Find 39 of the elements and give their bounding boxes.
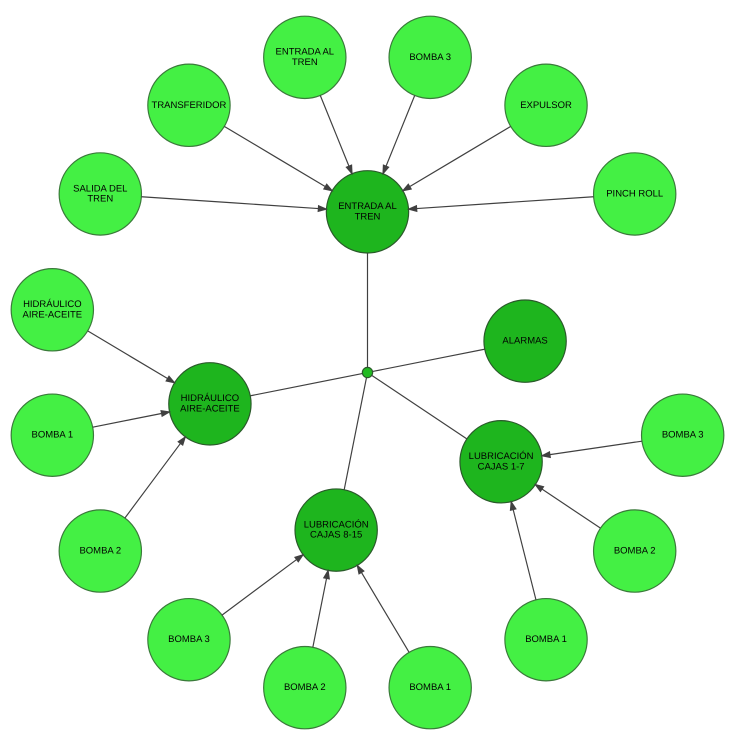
arrow: [312, 568, 330, 648]
node-circle: EXPULSOR: [504, 64, 588, 148]
node-circle: BOMBA 1: [10, 393, 94, 477]
arrow: [320, 95, 353, 176]
node-circle: BOMBA 2: [58, 509, 142, 593]
node-circle: BOMBA 1: [504, 598, 588, 682]
node-circle: BOMBA 3: [388, 16, 472, 100]
node-circle: BOMBA 3: [147, 598, 231, 682]
arrow: [222, 554, 304, 616]
arrow: [87, 330, 176, 384]
arrow: [534, 484, 601, 529]
node-circle: BOMBA 2: [263, 646, 347, 730]
node-circle: ENTRADA AL TREN: [326, 170, 410, 254]
node-circle: BOMBA 3: [640, 393, 724, 477]
connector: [344, 378, 368, 490]
arrow: [382, 95, 416, 176]
arrow: [141, 196, 328, 212]
arrow: [510, 500, 537, 600]
node-circle: PINCH ROLL: [592, 152, 676, 236]
arrow: [540, 440, 642, 458]
arrow: [401, 126, 511, 192]
connector: [250, 372, 362, 396]
node-circle: ENTRADA AL TREN: [263, 16, 347, 100]
node-circle: BOMBA 2: [592, 509, 676, 593]
arrow: [92, 410, 172, 428]
connector: [372, 374, 467, 440]
node-circle: [362, 366, 374, 378]
arrow: [124, 436, 186, 518]
connector: [366, 253, 368, 368]
node-circle: SALIDA DEL TREN: [58, 152, 142, 236]
arrow: [224, 126, 334, 192]
connector: [372, 348, 485, 372]
node-circle: HIDRÁULICO AIRE-ACEITE: [10, 268, 94, 352]
node-circle: TRANSFERIDOR: [147, 64, 231, 148]
node-circle: BOMBA 1: [388, 646, 472, 730]
arrow: [406, 196, 594, 212]
node-circle: LUBRICACIÓN CAJAS 1-7: [459, 420, 543, 504]
node-circle: ALARMAS: [483, 299, 567, 383]
arrow: [356, 564, 410, 653]
